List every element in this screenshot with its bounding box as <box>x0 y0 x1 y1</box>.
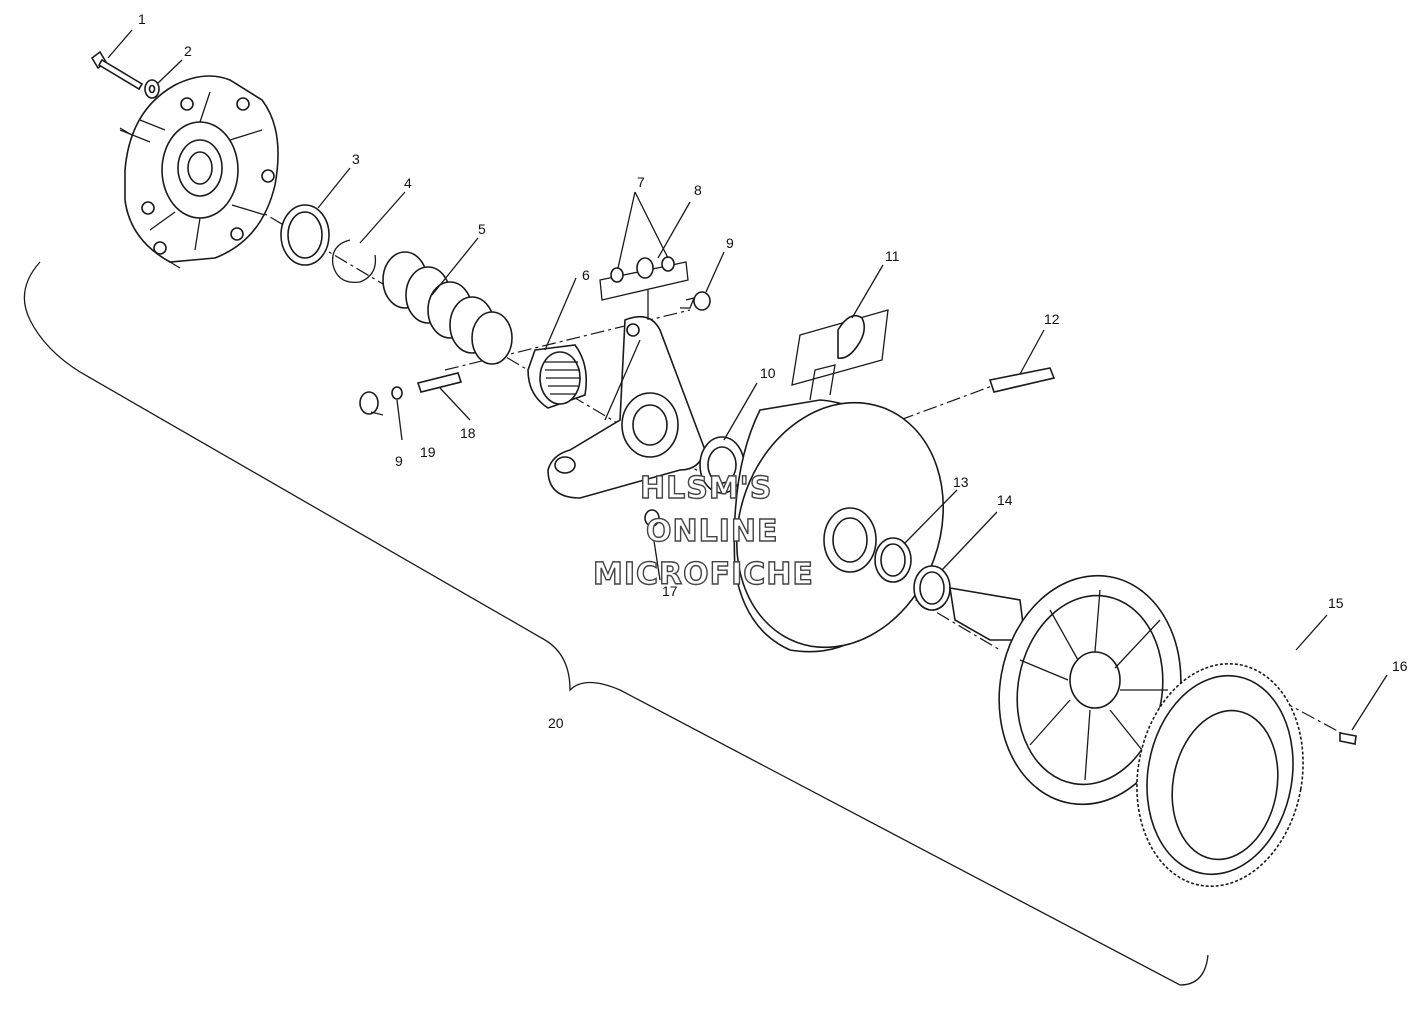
nut-part-17 <box>644 509 660 527</box>
screw-part-16 <box>1339 732 1357 745</box>
spring-part-5 <box>382 251 513 365</box>
cap-part-9 <box>359 391 379 415</box>
watermark-line-3: MICROFICHE <box>593 557 814 592</box>
o-ring-part-19 <box>391 386 403 400</box>
callout-12: 12 <box>1044 311 1060 327</box>
callout-4: 4 <box>404 175 412 191</box>
bolt-part-1 <box>90 50 144 91</box>
watermark-line-1: HLSM'S <box>640 471 772 506</box>
watermark-line-2: ONLINE <box>646 514 779 549</box>
spider-arm <box>547 290 706 499</box>
callout-19: 19 <box>420 444 436 460</box>
callout-13: 13 <box>953 474 969 490</box>
callout-2: 2 <box>184 43 192 59</box>
nut-part-9 <box>680 291 711 311</box>
roller-part-6 <box>527 344 588 409</box>
housing-cover <box>119 75 279 269</box>
callout-10: 10 <box>760 365 776 381</box>
bolt12-axis-line <box>899 384 996 421</box>
callout-6: 6 <box>582 267 590 283</box>
washer-part-14 <box>913 565 951 611</box>
bushing-part-3 <box>280 204 330 266</box>
clutch-sheave <box>733 364 945 653</box>
callout-11: 11 <box>885 248 900 264</box>
callout-labels: 1 2 3 4 5 6 7 8 9 9 10 11 12 13 14 15 16… <box>138 11 1408 731</box>
washer-group-7-8 <box>599 256 689 301</box>
callout-14: 14 <box>997 492 1013 508</box>
bracket-part-11 <box>791 309 889 386</box>
ring-gear-part-15 <box>1136 662 1304 888</box>
bushing-part-13 <box>874 537 912 583</box>
assembly-bracket-20 <box>23 261 1209 986</box>
pin-part-18 <box>416 372 463 393</box>
washer-part-10 <box>699 436 745 494</box>
snap-ring-part-4 <box>331 239 377 284</box>
leader-lines <box>107 29 1388 731</box>
callout-7: 7 <box>637 174 645 190</box>
callout-5: 5 <box>478 221 486 237</box>
callout-16: 16 <box>1392 658 1408 674</box>
washer-part-2 <box>144 79 160 99</box>
callout-3: 3 <box>352 151 360 167</box>
bolt-part-12 <box>988 367 1056 393</box>
callout-1: 1 <box>138 11 146 27</box>
callout-8: 8 <box>694 182 702 198</box>
fixed-sheave-wheel <box>949 574 1182 806</box>
callout-9-nut: 9 <box>726 235 734 251</box>
watermark: HLSM'S ONLINE MICROFICHE <box>592 470 814 592</box>
callout-18: 18 <box>460 425 476 441</box>
callout-17: 17 <box>662 583 678 599</box>
callout-9-cap: 9 <box>395 453 403 469</box>
callout-20: 20 <box>548 715 564 731</box>
callout-15: 15 <box>1328 595 1344 611</box>
